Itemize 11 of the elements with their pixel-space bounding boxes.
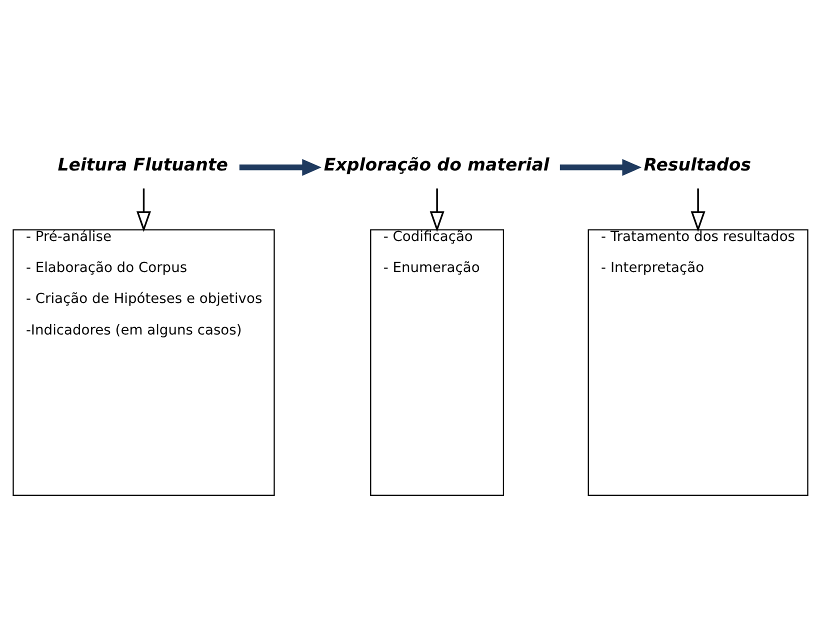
node-text: Leitura Flutuante [58, 155, 228, 176]
node-text: Resultados [644, 155, 752, 176]
arrow [560, 158, 642, 176]
node-text: Exploração do material [324, 155, 550, 176]
node-box: - Codificação - Enumeração [370, 229, 504, 496]
arrow [430, 188, 444, 232]
arrow [136, 188, 152, 232]
node-box: - Pré-análise - Elaboração do Corpus - Criação de Hipóteses e objetivos -Indicadores (em alguns casos) [12, 229, 275, 496]
arrow [239, 158, 322, 176]
arrow [690, 188, 706, 232]
node-box: - Tratamento dos resultados - Interpretação [588, 229, 808, 496]
